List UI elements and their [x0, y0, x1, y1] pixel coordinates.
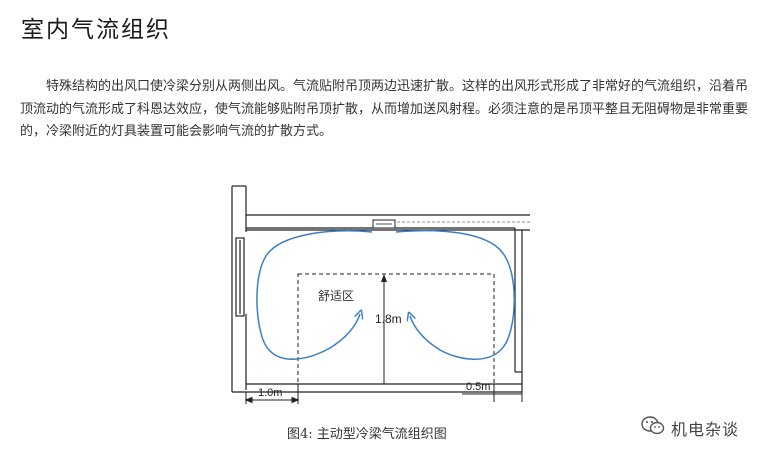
figure-caption: 图4: 主动型冷梁气流组织图	[287, 427, 447, 442]
left-dimension	[244, 384, 300, 404]
wechat-icon	[641, 415, 665, 441]
airflow-right-loop	[395, 229, 515, 360]
room-structure	[231, 185, 530, 393]
page-title: 室内气流组织	[21, 17, 171, 43]
left-dim-label: 1.0m	[258, 387, 282, 399]
chilled-beam-icon	[372, 219, 530, 229]
height-label: 1.8m	[375, 312, 402, 326]
comfort-zone-label: 舒适区	[318, 289, 354, 303]
right-dimension	[462, 384, 523, 402]
right-dim-label: 0.5m	[466, 381, 490, 393]
body-paragraph: 特殊结构的出风口使冷梁分别从两侧出风。气流贴附吊顶两边迅速扩散。这样的出风形式形…	[20, 79, 749, 139]
comfort-zone-box	[297, 273, 495, 385]
watermark-text: 机电杂谈	[671, 420, 740, 439]
height-dimension	[381, 274, 387, 384]
airflow-left-loop	[256, 230, 373, 360]
watermark: 机电杂谈	[641, 415, 739, 441]
